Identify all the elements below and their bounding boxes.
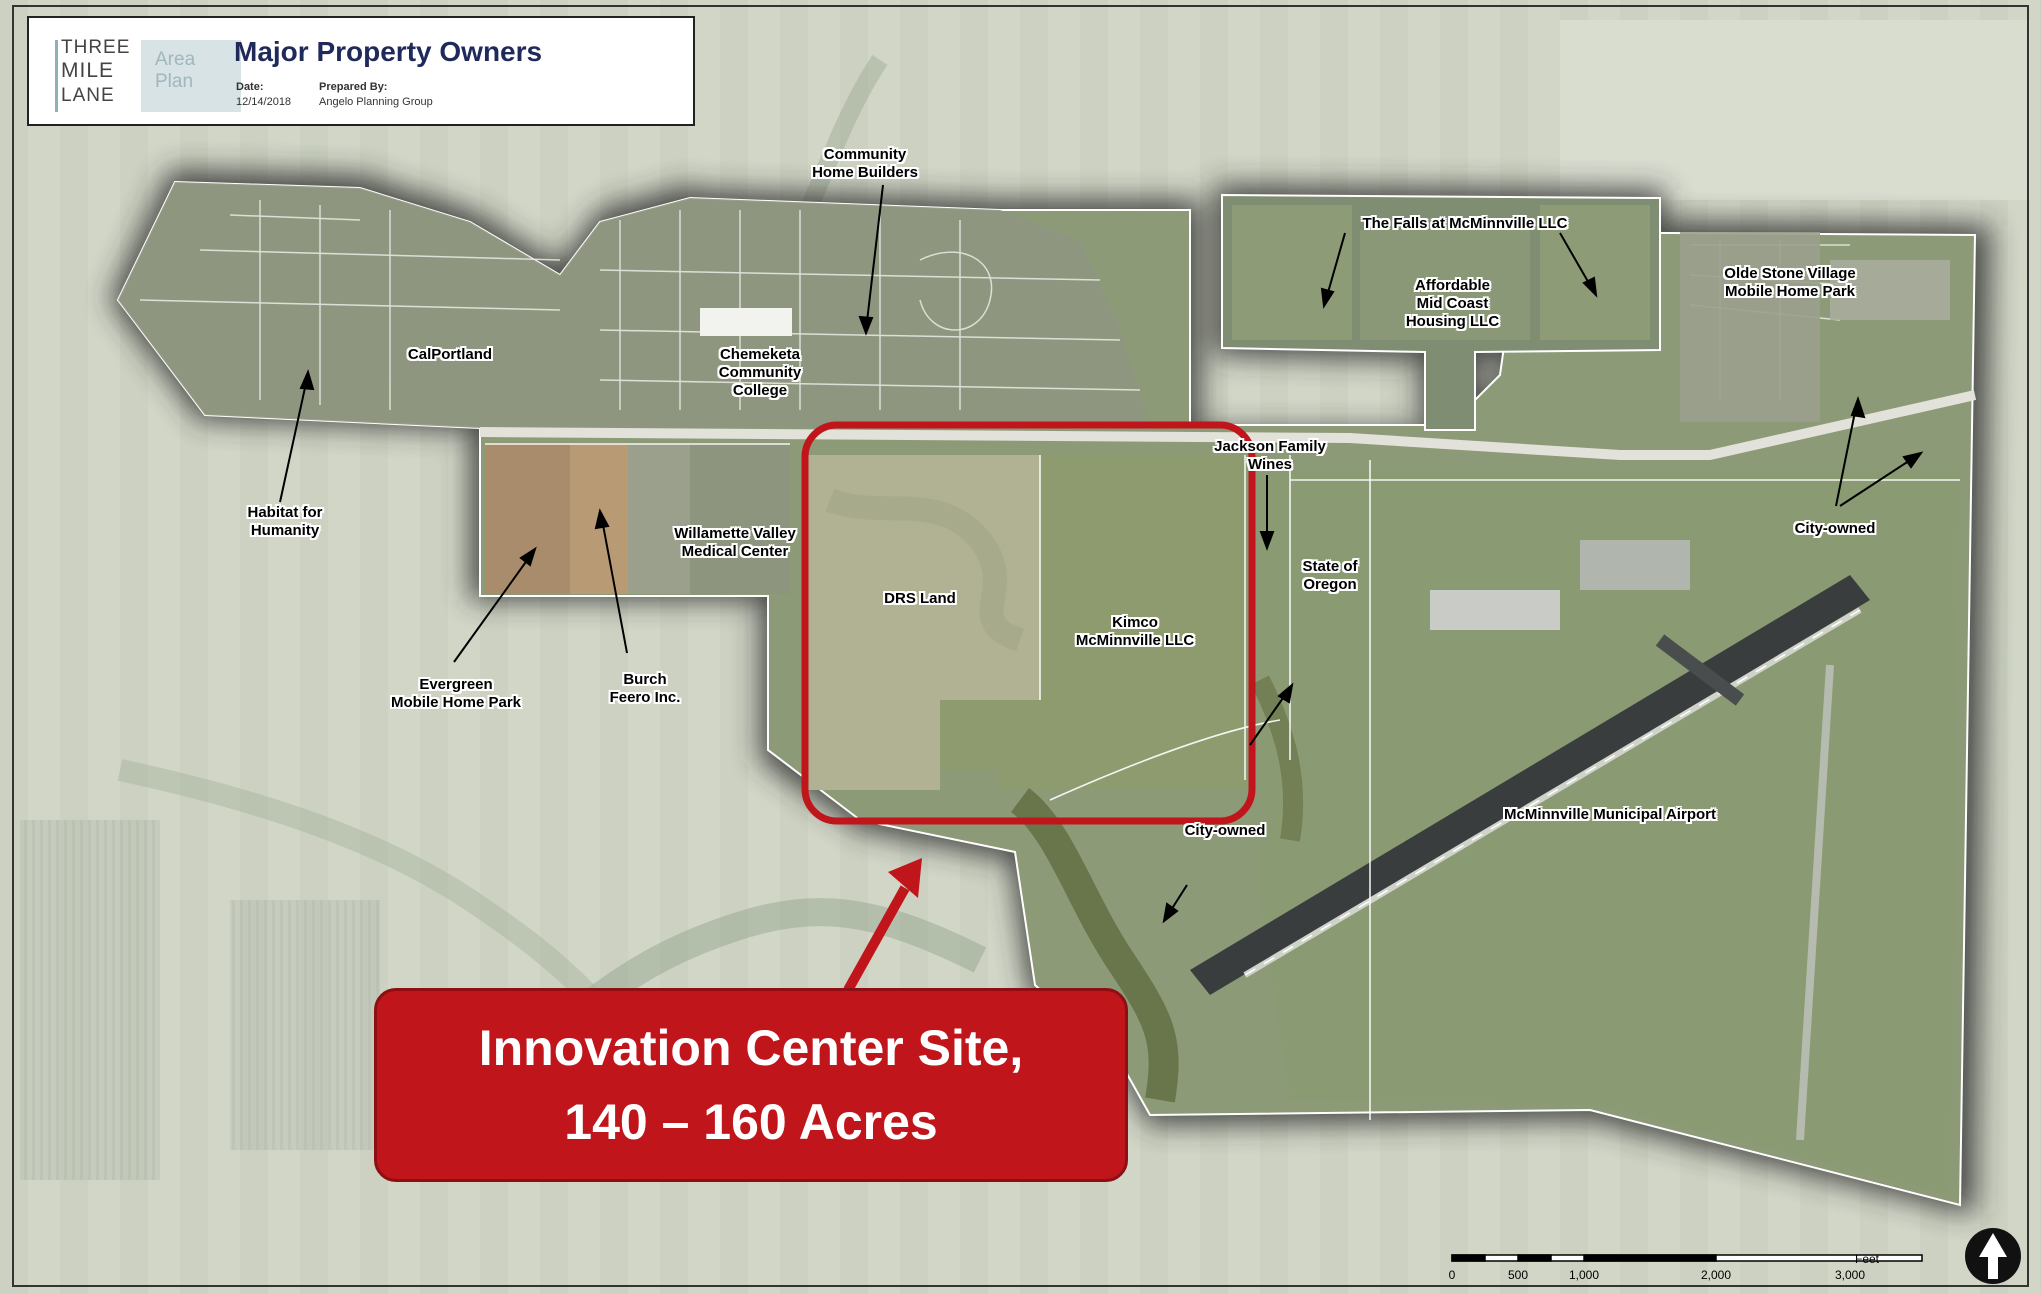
label-drs-land: DRS Land	[884, 590, 956, 607]
logo-word-lane: LANE	[61, 85, 115, 106]
date-label: Date:	[236, 81, 264, 93]
leader-arrow-city-owned-east-2	[1839, 451, 1924, 507]
label-calportland: CalPortland	[407, 346, 493, 363]
callout-line-1: Innovation Center Site,	[478, 1020, 1024, 1076]
label-community-home-builders: Community Home Builders	[812, 146, 918, 181]
label-jackson-family-wines: Jackson Family Wines	[1214, 438, 1326, 473]
scale-tick-500: 500	[1507, 1268, 1529, 1282]
callout-line-2: 140 – 160 Acres	[564, 1094, 938, 1150]
prepared-by-value: Angelo Planning Group	[319, 96, 433, 108]
scale-tick-1000: 1,000	[1568, 1268, 1600, 1282]
logo-word-area: Area	[155, 49, 196, 70]
scale-bar	[1451, 1254, 1923, 1262]
label-chemeketa-community-college: Chemeketa Community College	[718, 346, 802, 399]
three-mile-lane-logo: THREE MILE LANE Area Plan	[55, 37, 241, 114]
scale-unit: Feet	[1855, 1252, 1880, 1266]
callout-pointer-arrow	[843, 858, 922, 993]
leader-arrow-burch	[594, 508, 628, 654]
leader-arrow-habitat	[279, 369, 315, 503]
label-habitat-for-humanity: Habitat for Humanity	[247, 504, 323, 539]
leader-arrow-falls-1	[1320, 232, 1346, 309]
leader-arrow-jackson	[1259, 475, 1275, 551]
map-title: Major Property Owners	[234, 36, 543, 67]
scale-tick-2000: 2,000	[1700, 1268, 1732, 1282]
date-value: 12/14/2018	[236, 96, 292, 108]
label-mcminnville-municipal-airport: McMinnville Municipal Airport	[1504, 806, 1716, 823]
scale-tick-3000: 3,000	[1834, 1268, 1866, 1282]
leader-arrow-city-owned-south	[1162, 884, 1188, 924]
label-affordable-mid-coast-housing: Affordable Mid Coast Housing LLC	[1405, 277, 1500, 330]
leader-arrow-community	[858, 184, 884, 336]
logo-word-plan: Plan	[155, 71, 194, 92]
label-state-of-oregon: State of Oregon	[1302, 558, 1358, 593]
logo-word-mile: MILE	[61, 59, 115, 82]
scale-tick-0: 0	[1448, 1268, 1456, 1282]
prepared-by-label: Prepared By:	[319, 81, 388, 93]
logo-word-three: THREE	[61, 37, 131, 58]
label-burch-feero: Burch Feero Inc.	[609, 671, 681, 706]
label-city-owned-south: City-owned	[1184, 822, 1266, 839]
leader-arrow-city-owned-south-2	[1249, 682, 1294, 746]
label-the-falls-at-mcminnville: The Falls at McMinnville LLC	[1362, 215, 1568, 232]
leader-arrow-evergreen	[453, 546, 537, 663]
title-block: THREE MILE LANE Area Plan Major Property…	[27, 16, 695, 126]
label-city-owned-east: City-owned	[1794, 520, 1876, 537]
leader-arrow-city-owned-east-1	[1835, 396, 1866, 507]
north-arrow-icon	[1965, 1228, 2021, 1284]
label-kimco-mcminnville: Kimco McMinnville LLC	[1075, 614, 1195, 649]
leader-arrow-falls-2	[1559, 232, 1598, 298]
label-olde-stone-village: Olde Stone Village Mobile Home Park	[1724, 265, 1856, 300]
label-willamette-valley-medical-center: Willamette Valley Medical Center	[674, 525, 796, 560]
innovation-center-callout: Innovation Center Site, 140 – 160 Acres	[374, 988, 1128, 1182]
label-evergreen-mobile-home-park: Evergreen Mobile Home Park	[390, 676, 522, 711]
